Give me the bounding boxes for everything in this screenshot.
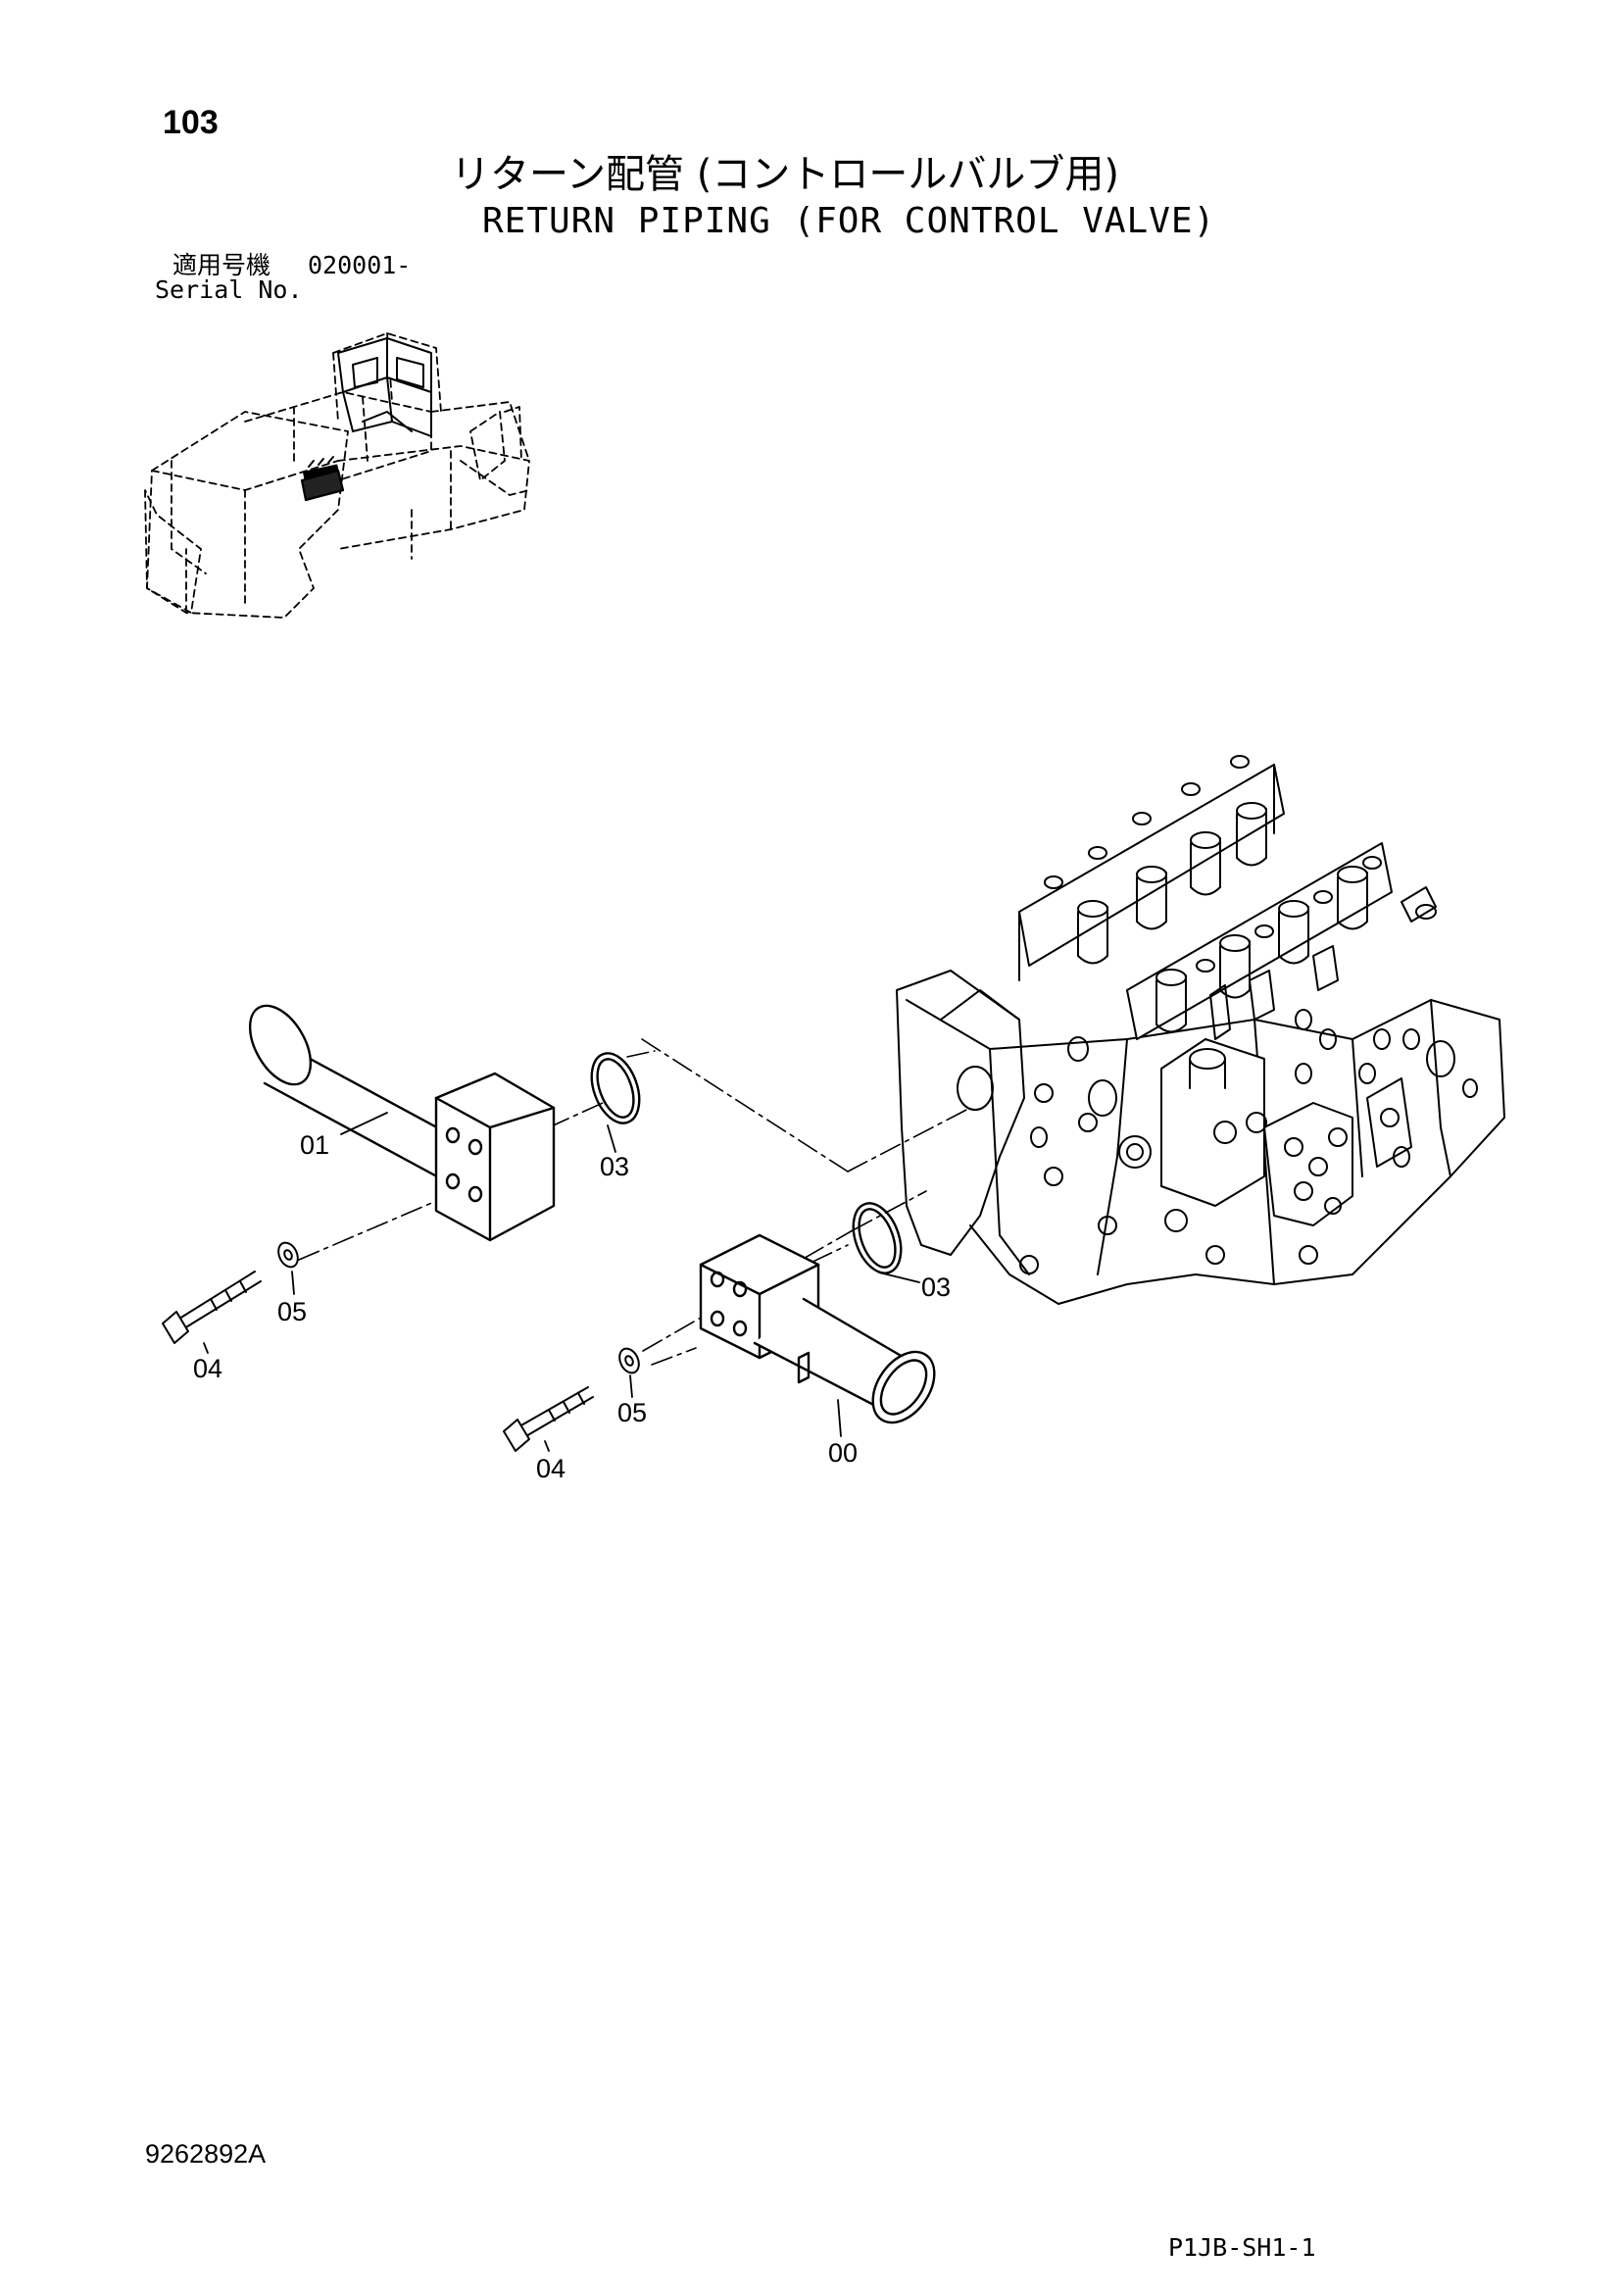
control-valve-assembly xyxy=(896,755,1505,1305)
machine-cab-solid xyxy=(337,337,432,437)
document-number: 9262892A xyxy=(145,2139,267,2169)
callout-03-lower: 03 xyxy=(921,1273,951,1302)
serial-label-japanese: 適用号機 xyxy=(172,251,271,279)
part-03-o-ring-upper xyxy=(590,1052,641,1124)
serial-label-english: Serial No. xyxy=(155,275,303,304)
title-english: RETURN PIPING (FOR CONTROL VALVE) xyxy=(482,201,1216,241)
title-japanese: リターン配管 (コントロールバルブ用) xyxy=(451,152,1119,197)
part-01-return-pipe xyxy=(248,1004,556,1242)
part-00-return-pipe xyxy=(699,1233,936,1424)
part-05-washer-upper xyxy=(277,1241,299,1269)
callout-01: 01 xyxy=(300,1130,329,1160)
part-04-bolt-lower xyxy=(503,1386,594,1452)
part-05-washer-lower xyxy=(618,1347,640,1374)
callout-04-upper: 04 xyxy=(193,1354,222,1383)
machine-locator-thumbnail xyxy=(144,332,530,619)
alignment-centerlines xyxy=(298,1038,971,1366)
part-04-bolt-upper xyxy=(162,1271,262,1344)
sheet-reference: P1JB-SH1-1 xyxy=(1168,2233,1316,2262)
page-number: 103 xyxy=(163,104,219,141)
control-valve-location-marker xyxy=(300,456,345,502)
callout-05-lower: 05 xyxy=(617,1398,647,1427)
part-03-o-ring-lower xyxy=(852,1202,903,1274)
callout-03-upper: 03 xyxy=(600,1152,629,1181)
callout-04-lower: 04 xyxy=(536,1454,565,1483)
callout-00: 00 xyxy=(828,1438,858,1468)
callout-05-upper: 05 xyxy=(277,1297,307,1326)
serial-number: 020001- xyxy=(308,251,412,279)
callout-leaders xyxy=(203,1112,920,1452)
